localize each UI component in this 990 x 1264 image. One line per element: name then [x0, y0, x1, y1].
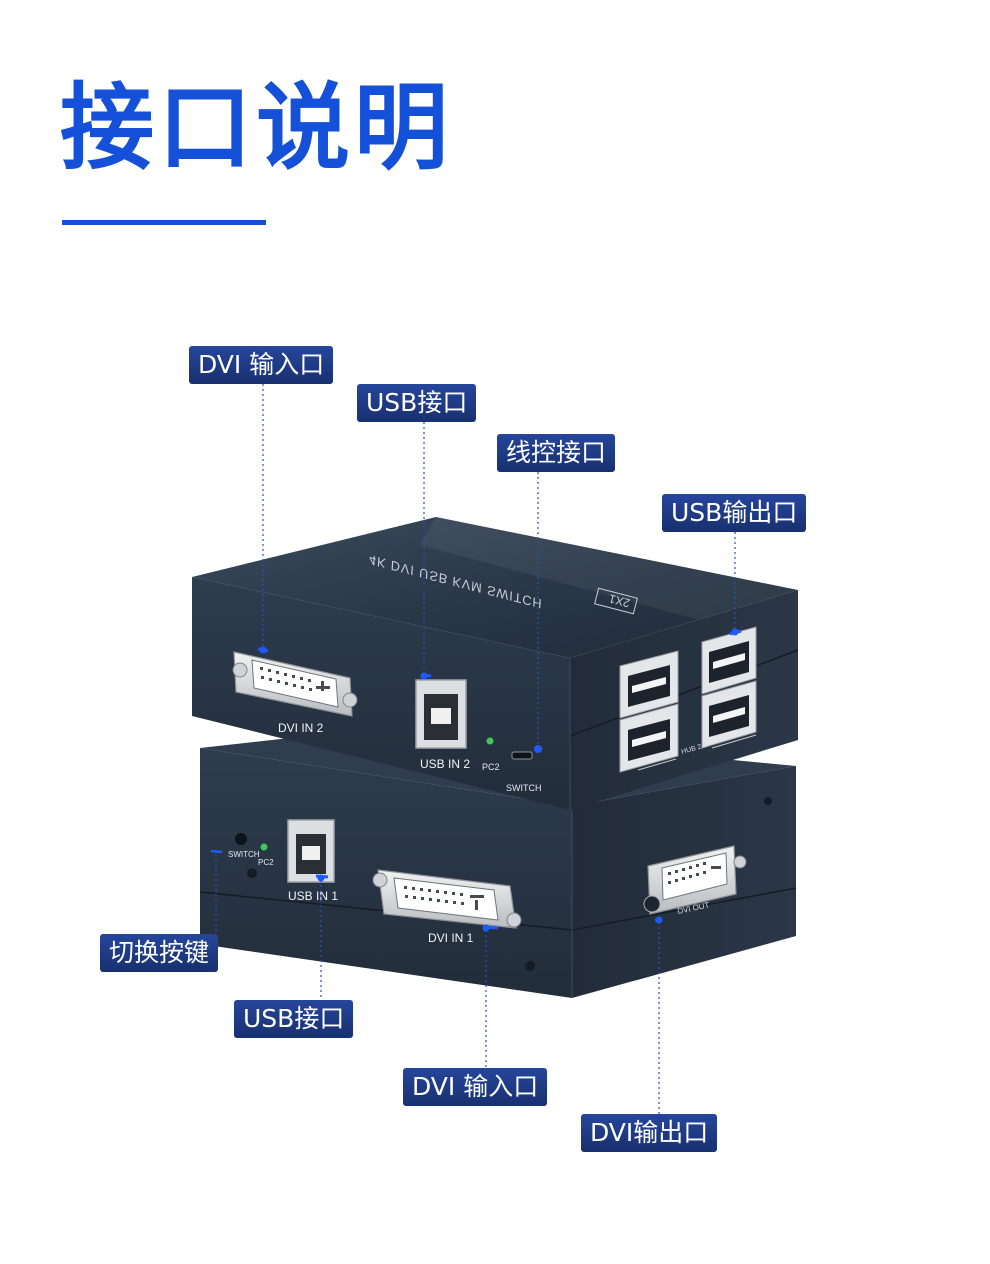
callout-usb-port-top: USB接口 — [357, 384, 477, 422]
device-top-badge: 2X1 — [607, 591, 631, 610]
callout-wire-control-port: 线控接口 — [497, 434, 616, 472]
indicator-dots — [259, 628, 739, 932]
lower-pc2-label: PC2 — [258, 858, 274, 867]
lower-usb-in-1-label: USB IN 1 — [288, 889, 338, 903]
upper-unit: 4K DVI USB KVM SWITCH 2X1 DVI IN 2 USB I… — [192, 517, 799, 810]
title-underline — [62, 220, 266, 225]
upper-usb-in-2-label: USB IN 2 — [420, 757, 470, 771]
page-title: 接口说明 — [60, 74, 453, 183]
callout-usb-port-bottom: USB接口 — [234, 1000, 354, 1038]
callout-switch-button: 切换按键 — [100, 934, 219, 972]
upper-pc2-label: PC2 — [482, 762, 500, 772]
upper-dvi-in-2-label: DVI IN 2 — [278, 721, 324, 735]
lower-dvi-in-1-label: DVI IN 1 — [428, 931, 474, 945]
callout-dvi-input-bottom: DVI 输入口 — [403, 1068, 548, 1106]
lower-unit: SWITCH PC2 USB IN 1 DVI IN 1 — [199, 727, 797, 998]
lower-switch-label: SWITCH — [228, 850, 260, 859]
callout-dvi-input-top: DVI 输入口 — [189, 346, 334, 384]
usb-hub-ports: HUB 2.0 — [619, 626, 757, 773]
upper-switch-label: SWITCH — [506, 783, 542, 793]
leader-lines — [215, 384, 736, 1114]
callout-dvi-output: DVI输出口 — [581, 1114, 718, 1152]
callout-usb-output: USB输出口 — [662, 494, 807, 532]
